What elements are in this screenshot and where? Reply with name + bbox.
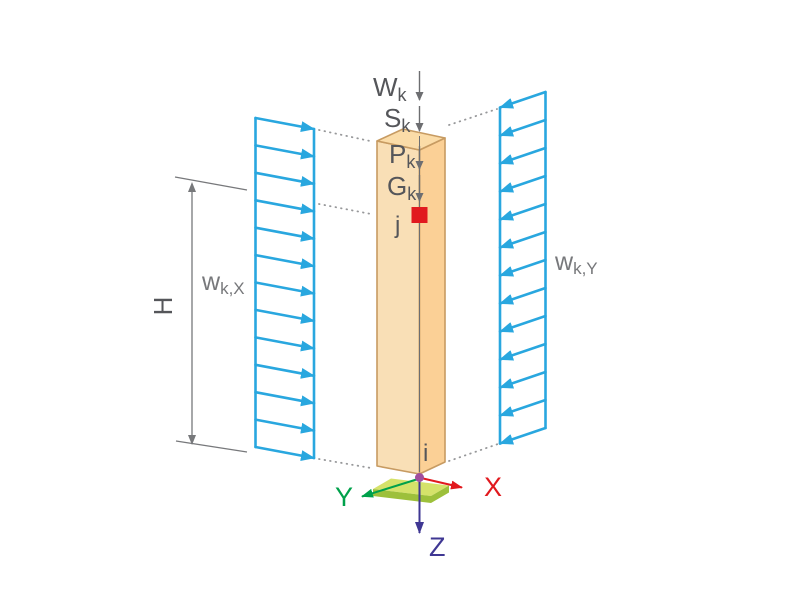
- wind-arrow-y: [498, 90, 547, 109]
- wind-arrow-y: [498, 230, 547, 249]
- column-right-face: [418, 137, 446, 475]
- dotted-line-bottom-left: [318, 458, 372, 469]
- axis-y-arrow: [361, 478, 419, 498]
- wind-arrow-y: [498, 286, 547, 305]
- wind-arrow-x: [254, 253, 316, 270]
- wind-arrow-x: [254, 281, 316, 297]
- base-plate-front-left-face: [373, 489, 431, 503]
- dimension-arrow-up: [188, 182, 196, 192]
- label-sk: Sk: [384, 103, 411, 136]
- wind-arrow-y: [498, 314, 547, 333]
- wind-arrow-y: [498, 398, 547, 417]
- axis-y-label: Y: [335, 482, 353, 512]
- wind-arrow-x: [254, 171, 316, 187]
- wind-arrow-y: [498, 174, 547, 193]
- height-label: H: [148, 297, 178, 316]
- label-pk: Pk: [389, 139, 416, 172]
- base-plate: [373, 478, 449, 503]
- wind-arrow-x: [254, 336, 316, 352]
- label-wk: Wk: [373, 72, 408, 105]
- wind-arrow-y: [498, 426, 547, 445]
- dimension-extension-line-bottom: [175, 440, 248, 453]
- label-node-i: i: [423, 440, 428, 467]
- node-j-marker: [411, 207, 428, 223]
- wind-arrow-x: [254, 144, 316, 160]
- wind-arrow-x: [254, 363, 316, 379]
- base-plate-top-face: [373, 478, 449, 496]
- wind-arrow-y: [498, 370, 547, 389]
- wind-arrow-y: [498, 118, 547, 137]
- label-node-j: j: [394, 212, 400, 239]
- wind-arrow-x: [254, 308, 316, 324]
- wind-arrow-x: [254, 390, 316, 407]
- axis-z-label: Z: [429, 532, 446, 562]
- label-gk: Gk: [387, 171, 417, 204]
- wind-arrow-x: [254, 226, 316, 242]
- wind-arrow-y: [498, 202, 547, 221]
- wind-load-panel-y: [498, 90, 547, 445]
- wind-arrow-x: [254, 418, 316, 434]
- wind-arrow-x: [254, 445, 316, 462]
- label-wind-y: wk,Y: [554, 248, 598, 278]
- origin-node: [415, 473, 424, 482]
- label-wind-x: wk,X: [201, 268, 245, 298]
- base-plate-front-right-face: [431, 485, 449, 503]
- dotted-construction-lines: [318, 108, 499, 469]
- dotted-line-top-right: [448, 108, 498, 126]
- wind-arrow-x: [254, 199, 316, 215]
- wind-arrow-y: [498, 258, 547, 277]
- dotted-line-bottom-right: [448, 443, 499, 462]
- axis-system: X Y Z: [335, 472, 502, 562]
- wind-arrow-x: [254, 116, 316, 133]
- axis-x-label: X: [484, 472, 502, 502]
- column-top-face: [376, 128, 446, 151]
- dotted-line-node-j: [318, 203, 372, 215]
- dotted-line-top-left: [318, 129, 371, 142]
- dimension-extension-line-top: [174, 176, 248, 191]
- height-dimension: H: [148, 176, 248, 453]
- wind-arrow-y: [498, 146, 547, 165]
- wind-arrow-y: [498, 342, 547, 361]
- wind-load-panel-x: [254, 116, 316, 462]
- axis-x-arrow: [420, 477, 463, 490]
- load-labels: Wk Sk Pk Gk j i wk,X wk,Y: [201, 72, 598, 467]
- dimension-arrow-down: [188, 435, 196, 445]
